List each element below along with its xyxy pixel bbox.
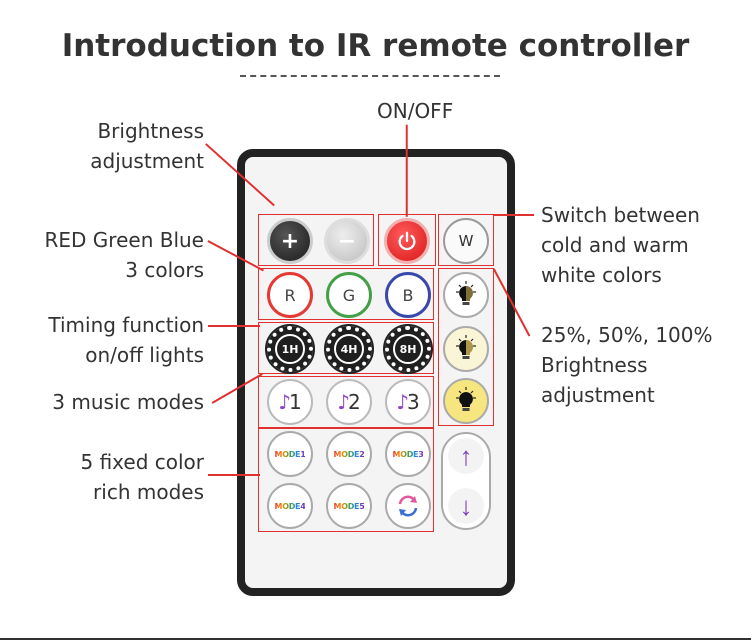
timer-1h-label: 1H [281, 342, 299, 356]
label-timing: Timing function on/off lights [48, 313, 204, 367]
highlight-music [258, 376, 434, 428]
speed-control: ↑ ↓ [441, 432, 491, 530]
bulb-icon [456, 387, 476, 411]
highlight-brightness [258, 214, 374, 266]
music-note-icon: ♪ [396, 390, 410, 414]
music-2-label: 2 [348, 390, 361, 414]
timer-1h-button[interactable]: 1H [265, 324, 315, 374]
lead-fixed-modes [208, 474, 260, 476]
timer-8h-button[interactable]: 8H [383, 324, 433, 374]
mode-4-button[interactable]: MODE4 [267, 483, 313, 529]
mode-4-label: MODE4 [274, 501, 306, 511]
speed-up-button[interactable]: ↑ [448, 438, 484, 474]
highlight-rgb [258, 268, 434, 320]
label-brightness-levels: 25%, 50%, 100% Brightness adjustment [541, 323, 713, 407]
label-switch-white: Switch between cold and warm white color… [541, 203, 700, 287]
red-button[interactable]: R [267, 272, 313, 318]
page-title: Introduction to IR remote controller [61, 28, 690, 64]
timer-8h-dial: 8H [393, 334, 423, 364]
white-switch-button[interactable]: W [443, 218, 489, 264]
mode-5-label: MODE5 [333, 501, 365, 511]
speed-down-button[interactable]: ↓ [448, 488, 484, 524]
power-button[interactable] [384, 218, 430, 264]
arrow-down-icon: ↓ [459, 490, 473, 521]
label-fixed-modes: 5 fixed color rich modes [80, 450, 204, 504]
lead-timing [208, 325, 260, 327]
mode-2-button[interactable]: MODE2 [326, 431, 372, 477]
white-label: W [458, 232, 474, 250]
timer-4h-button[interactable]: 4H [324, 324, 374, 374]
music-mode-3-button[interactable]: ♪3 [385, 379, 431, 425]
mode-3-label: MODE3 [392, 449, 424, 459]
label-on-off: ON/OFF [377, 99, 454, 123]
music-3-label: 3 [407, 390, 420, 414]
highlight-fixed-modes [258, 428, 434, 532]
minus-icon: − [337, 228, 357, 254]
lead-switch-white [494, 214, 534, 216]
bulb-icon [456, 335, 476, 359]
mode-2-label: MODE2 [333, 449, 365, 459]
highlight-white [438, 214, 494, 266]
brightness-25-button[interactable] [443, 272, 489, 318]
plus-icon: + [280, 228, 300, 254]
cycle-icon [398, 495, 418, 517]
brightness-up-button[interactable]: + [267, 218, 313, 264]
brightness-50-button[interactable] [443, 326, 489, 372]
arrow-up-icon: ↑ [459, 440, 473, 471]
timer-1h-dial: 1H [275, 334, 305, 364]
music-mode-1-button[interactable]: ♪1 [267, 379, 313, 425]
timer-4h-label: 4H [340, 342, 358, 356]
label-rgb: RED Green Blue 3 colors [44, 228, 204, 282]
brightness-down-button[interactable]: − [324, 218, 370, 264]
label-brightness: Brightness adjustment [90, 119, 204, 173]
music-note-icon: ♪ [278, 390, 292, 414]
mode-1-button[interactable]: MODE1 [267, 431, 313, 477]
timer-8h-label: 8H [399, 342, 417, 356]
highlight-brightness-levels [438, 268, 494, 426]
brightness-100-button[interactable] [443, 378, 489, 424]
blue-label: B [402, 285, 414, 305]
bottom-divider [0, 638, 751, 640]
red-label: R [284, 285, 296, 305]
highlight-timing [258, 322, 434, 374]
green-label: G [342, 285, 356, 305]
green-button[interactable]: G [326, 272, 372, 318]
bulb-icon [456, 281, 476, 305]
mode-3-button[interactable]: MODE3 [385, 431, 431, 477]
music-mode-2-button[interactable]: ♪2 [326, 379, 372, 425]
timer-4h-dial: 4H [334, 334, 364, 364]
lead-on-off [406, 124, 408, 217]
mode-1-label: MODE1 [274, 449, 306, 459]
cycle-mode-button[interactable] [385, 483, 431, 529]
label-music: 3 music modes [52, 390, 204, 414]
music-1-label: 1 [289, 390, 302, 414]
blue-button[interactable]: B [385, 272, 431, 318]
music-note-icon: ♪ [337, 390, 351, 414]
title-underline [240, 75, 500, 77]
mode-5-button[interactable]: MODE5 [326, 483, 372, 529]
power-icon [398, 231, 416, 251]
